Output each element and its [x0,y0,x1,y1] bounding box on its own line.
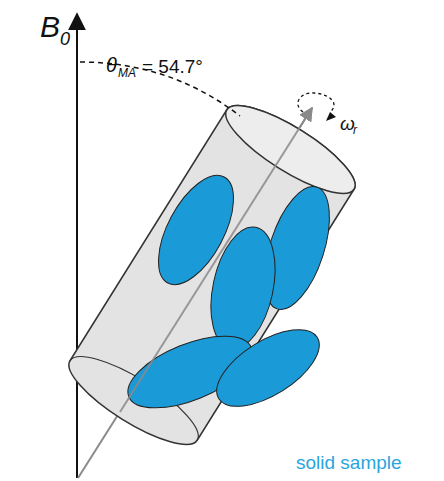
rotor-axis-front [120,108,312,412]
sample-label: solid sample [296,453,402,472]
crystallites [118,164,342,423]
spin-subscript: r [353,124,357,136]
field-subscript: 0 [60,30,70,48]
angle-symbol: θ [106,55,117,75]
angle-value: = 54.7° [142,57,203,76]
angle-subscript: MA [118,67,136,79]
field-symbol: B [40,12,60,42]
field-axis [76,14,78,478]
rotor-cylinder [58,91,365,459]
spin-arrowhead [326,112,336,121]
spin-indicator [298,93,334,112]
spin-symbol: ω [340,114,355,133]
